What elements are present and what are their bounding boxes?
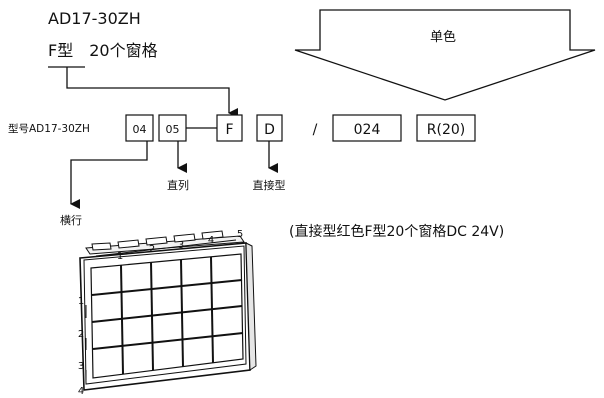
code-box-rows bbox=[125, 114, 154, 142]
code-value-voltage: 024 bbox=[354, 122, 381, 138]
code-box-mounting bbox=[256, 114, 283, 142]
rows-arrow bbox=[70, 141, 148, 209]
code-value-rows: 04 bbox=[133, 123, 147, 136]
columns-label: 直列 bbox=[167, 178, 189, 192]
panel-column-number-1: 1 bbox=[117, 251, 123, 262]
type-line: F型 20个窗格 bbox=[48, 41, 158, 60]
code-value-mounting: D bbox=[264, 122, 275, 138]
code-value-columns: 05 bbox=[166, 123, 180, 136]
color-banner-arrow bbox=[294, 9, 596, 101]
type-to-f-connector bbox=[66, 67, 238, 118]
code-prefix: 型号AD17-30ZH bbox=[8, 122, 90, 135]
panel-row-number-1: 1 bbox=[78, 296, 84, 307]
code-box-voltage bbox=[332, 114, 402, 142]
direct-label: 直接型 bbox=[253, 178, 286, 192]
code-box-columns bbox=[158, 114, 187, 142]
model-title: AD17-30ZH bbox=[48, 9, 141, 28]
panel-column-number-5: 5 bbox=[237, 229, 243, 240]
panel-column-number-4: 4 bbox=[208, 235, 214, 246]
code-value-type: F bbox=[225, 122, 233, 138]
banner-label: 单色 bbox=[430, 29, 456, 45]
panel-row-number-3: 3 bbox=[78, 361, 84, 372]
panel-row-number-4: 4 bbox=[78, 386, 84, 397]
product-description: (直接型红色F型20个窗格DC 24V) bbox=[289, 223, 504, 240]
rows-label: 横行 bbox=[60, 213, 82, 227]
panel-column-number-3: 3 bbox=[178, 240, 184, 251]
code-box-type bbox=[216, 114, 243, 142]
panel-column-number-2: 2 bbox=[149, 244, 155, 255]
code-box-color bbox=[416, 114, 476, 142]
panel-row-number-2: 2 bbox=[78, 329, 84, 340]
code-slash: / bbox=[313, 122, 318, 138]
annunciator-panel-illustration bbox=[79, 230, 257, 391]
code-value-color: R(20) bbox=[427, 122, 465, 138]
